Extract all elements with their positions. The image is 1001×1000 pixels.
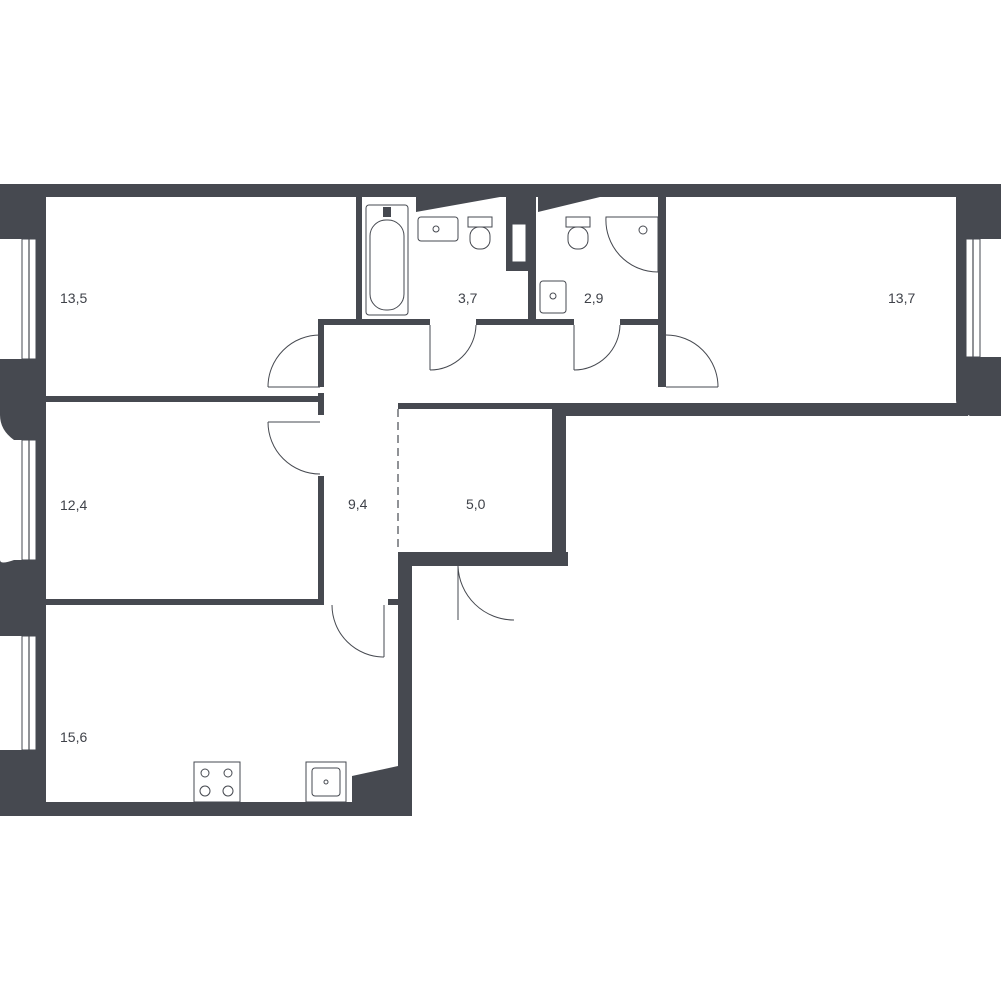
- windows: [21, 238, 981, 751]
- room-area-label: 12,4: [60, 497, 87, 513]
- room-area-label: 5,0: [466, 496, 486, 512]
- fixtures: [365, 197, 659, 316]
- sink-icon: [417, 216, 459, 242]
- doors: [267, 324, 719, 658]
- room-area-label: 15,6: [60, 729, 87, 745]
- exterior-walls: [0, 184, 1001, 816]
- toilet-icon: [467, 216, 493, 250]
- room-area-label: 2,9: [584, 290, 604, 306]
- kitchen-appliances: [193, 761, 347, 803]
- shower-icon: [605, 216, 659, 273]
- kitchen-sink-icon: [305, 761, 347, 803]
- room-area-label: 9,4: [348, 496, 368, 512]
- room-labels: 13,5 3,7 2,9 13,7 12,4 9,4 5,0 15,6: [60, 290, 915, 745]
- sink-icon: [539, 280, 567, 314]
- interior-walls: [46, 197, 666, 802]
- room-area-label: 13,7: [888, 290, 915, 306]
- room-area-label: 3,7: [458, 290, 478, 306]
- room-area-label: 13,5: [60, 290, 87, 306]
- toilet-icon: [565, 216, 591, 250]
- stove-icon: [193, 761, 241, 803]
- bathtub-icon: [365, 204, 409, 316]
